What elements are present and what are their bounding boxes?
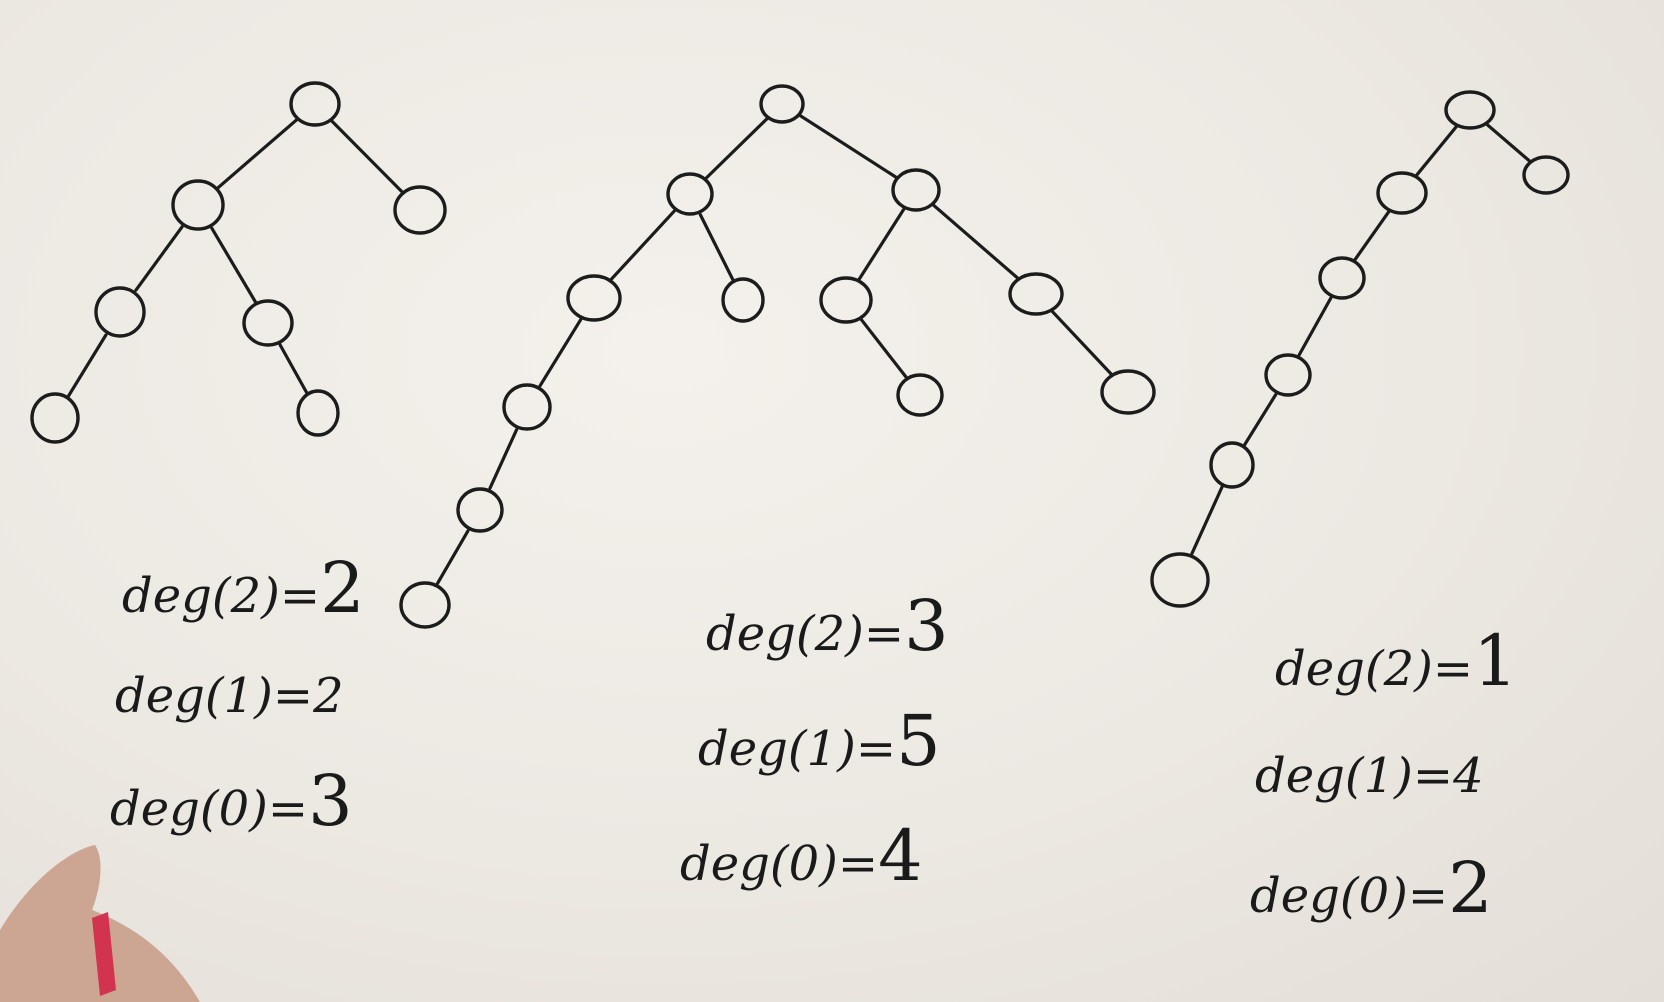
tree-3-edge [1484,121,1532,163]
tree-1-edge [210,226,257,304]
tree-2-edge [609,209,677,282]
tree-1-deg2: deg(2)=2 [122,547,365,629]
tree-1-node [242,299,294,347]
tree-3-node [1444,90,1496,130]
tree-1-node [30,392,80,444]
presenter-hand [0,845,200,1002]
tree-2-node [721,277,765,323]
tree-1-stats: deg(2)=2 deg(1)=2 deg(0)=3 [110,547,365,842]
tree-2-node [456,487,504,533]
tree-1-graph [30,81,447,444]
tree-1-edge [66,333,108,398]
tree-1-node [94,286,146,338]
tree-3-deg1: deg(1)=4 [1255,748,1484,804]
tree-2-node [891,168,941,212]
tree-3-stats: deg(2)=1 deg(1)=4 deg(0)=2 [1250,620,1518,929]
tree-2-node [1100,369,1156,415]
tree-1-node [289,81,341,127]
tree-2-edge [704,117,769,180]
tree-2-node [399,581,451,629]
tree-3-node [1150,552,1210,608]
tree-3-node [1376,171,1428,215]
tree-2-node [819,276,873,324]
marker-pen-icon [92,912,116,996]
tree-3-edge [1414,124,1459,177]
tree-1-edge [216,118,299,189]
tree-3-edge [1190,485,1224,556]
tree-2-edge [931,203,1021,281]
tree-1-node [393,185,447,235]
tree-2-node [759,84,805,124]
tree-3-node [1522,155,1570,195]
tree-3-edge [1353,210,1391,261]
tree-2-node [666,172,714,216]
tree-1-deg0: deg(0)=3 [110,760,353,842]
tree-1-edge [278,343,309,395]
tree-3-edge [1297,296,1333,357]
tree-1-node [171,179,225,231]
tree-3-node [1209,441,1255,489]
tree-2-node [1008,272,1064,316]
tree-2-deg0: deg(0)=4 [680,815,923,897]
tree-3-deg2: deg(2)=1 [1275,620,1518,702]
trees-layer [30,81,1570,629]
tree-3-edge [1243,392,1278,447]
tree-3-deg0: deg(0)=2 [1250,847,1493,929]
tree-2-node [896,373,944,417]
tree-2-edge [435,529,470,586]
tree-2-edge [698,213,735,281]
tree-3-node [1264,353,1312,397]
tree-3-graph [1150,90,1570,608]
tree-2-deg2: deg(2)=3 [706,585,949,667]
tree-2-node [566,274,622,322]
tree-2-edge [488,428,519,490]
tree-2-graph [399,84,1156,629]
tree-1-edge [330,119,404,194]
tree-1-edge [134,225,184,292]
tree-2-edge [1050,309,1114,377]
tree-2-edge [859,318,908,379]
tree-1-node [296,389,340,437]
tree-1-deg1: deg(1)=2 [115,668,344,724]
tree-2-stats: deg(2)=3 deg(1)=5 deg(0)=4 [680,585,949,897]
tree-2-edge [798,113,899,180]
tree-3-node [1318,256,1366,300]
tree-2-node [502,383,552,431]
tree-2-deg1: deg(1)=5 [698,700,941,782]
tree-2-edge [857,207,906,281]
tree-2-edge [538,317,583,388]
